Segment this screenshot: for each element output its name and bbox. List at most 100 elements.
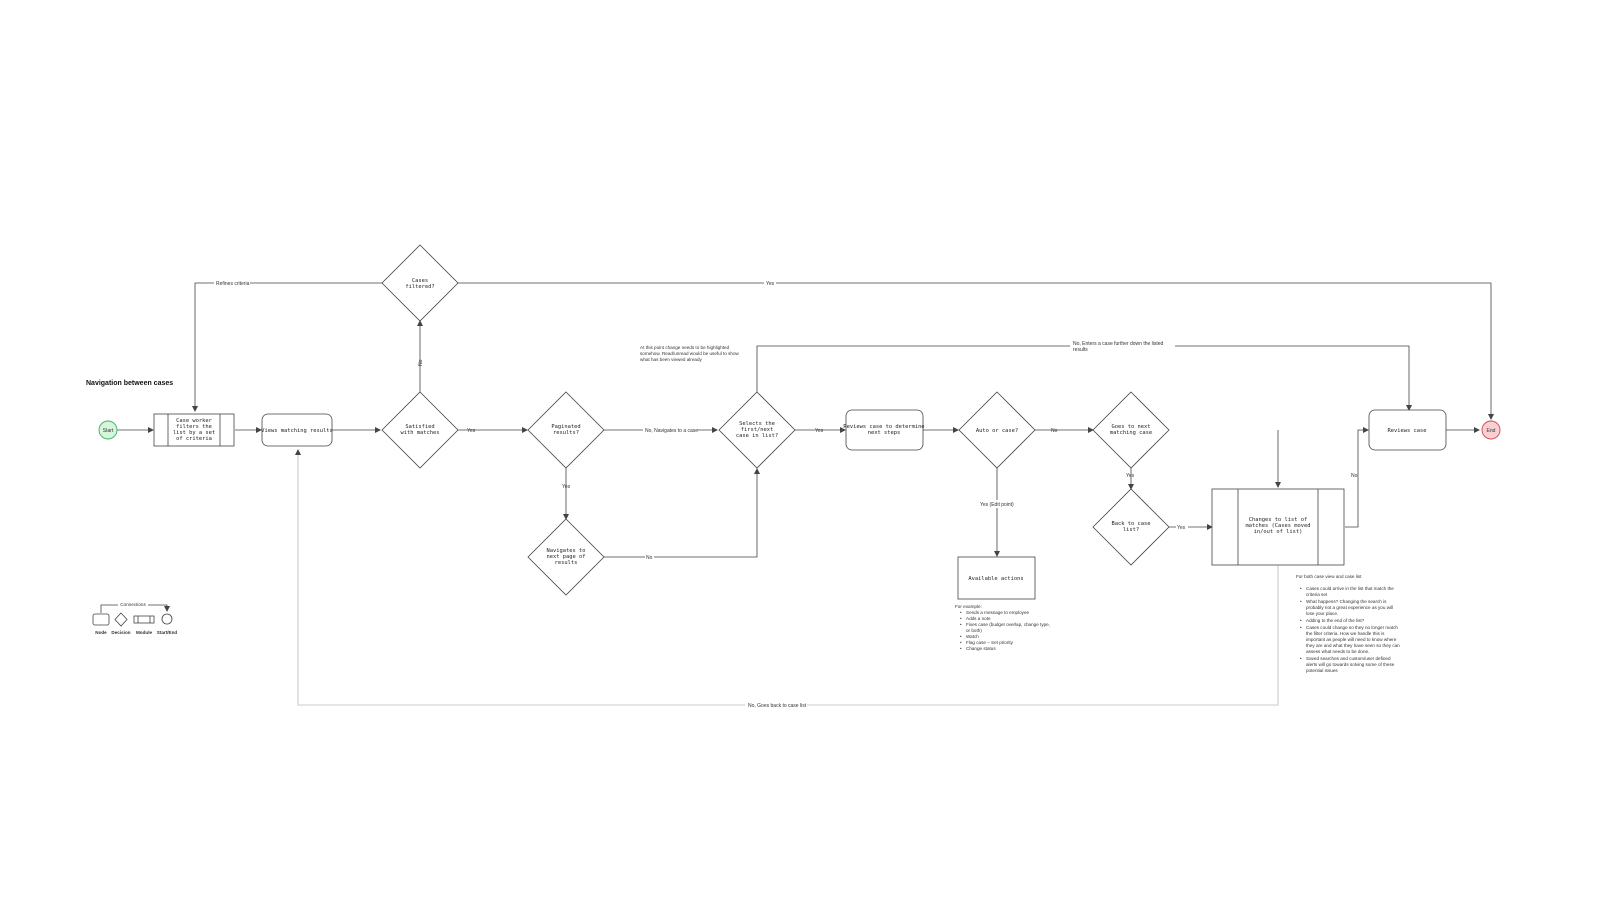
svg-text:important as people will need: important as people will need to know wh… (1306, 637, 1397, 642)
svg-text:lose your place.: lose your place. (1306, 611, 1338, 616)
edge-label-no-enters-1: No, Enters a case further down the liste… (1073, 341, 1164, 347)
highlight-note: At this point change needs to be highlig… (640, 345, 740, 362)
svg-text:criteria set: criteria set (1306, 592, 1328, 597)
svg-text:At this point change needs to: At this point change needs to be highlig… (640, 345, 730, 350)
svg-text:Reviews case: Reviews case (1388, 428, 1427, 434)
svg-text:Flag case – Set priority: Flag case – Set priority (966, 640, 1014, 645)
svg-text:alerts will go towards solving: alerts will go towards solving some of t… (1306, 662, 1395, 667)
select-case-decision: Selects the first/next case in list? (718, 391, 796, 469)
svg-text:list by a set: list by a set (173, 430, 215, 436)
edge-enters-case-further (756, 345, 1412, 411)
svg-text:Cases could arrive in the list: Cases could arrive in the list that matc… (1306, 586, 1394, 591)
diagram-title: Navigation between cases (86, 380, 173, 387)
edge-label-no-auto: No (1051, 428, 1058, 434)
svg-text:first/next: first/next (741, 427, 773, 433)
svg-text:in/out of list): in/out of list) (1254, 529, 1303, 535)
edge-label-no-goes-back: No, Goes back to case list (748, 703, 807, 709)
start-node: Start (98, 420, 118, 440)
svg-text:somehow. Read/unread would be: somehow. Read/unread would be useful to … (640, 351, 740, 356)
goes-next-decision: Goes to next matching case (1092, 391, 1170, 469)
edge-refines-criteria (192, 282, 382, 412)
svg-text:Cases: Cases (412, 278, 428, 284)
svg-text:•: • (1300, 599, 1302, 604)
examples-note: For example: • Sends a message to employe… (955, 604, 1050, 651)
svg-text:Reviews case to determine: Reviews case to determine (843, 424, 924, 430)
available-actions-node: Available actions (957, 556, 1036, 600)
svg-text:•: • (1300, 586, 1302, 591)
svg-text:Cases could change so they no: Cases could change so they no longer mat… (1306, 625, 1398, 630)
svg-text:Goes to next: Goes to next (1112, 424, 1151, 430)
examples-title: For example: (955, 604, 982, 609)
svg-text:assess what needs to be done.: assess what needs to be done. (1306, 649, 1369, 654)
edge-label-no-enters-2: results (1073, 347, 1088, 353)
end-node: End (1481, 420, 1501, 440)
svg-text:Back to case: Back to case (1112, 521, 1151, 527)
edge-filtered-end (458, 282, 1494, 420)
svg-text:the filter criteria. How we ha: the filter criteria. How we handle this … (1306, 631, 1385, 636)
svg-text:Change status: Change status (966, 646, 996, 651)
svg-text:Available actions: Available actions (968, 576, 1023, 582)
edge-label-no-changes: No (1351, 473, 1358, 479)
svg-text:•: • (960, 610, 962, 615)
svg-text:Sends a message to employee: Sends a message to employee (966, 610, 1030, 615)
svg-text:case in list?: case in list? (736, 433, 778, 439)
paginated-decision: Paginated results? (527, 391, 605, 469)
legend-node-shape (92, 613, 110, 626)
svg-text:•: • (1300, 656, 1302, 661)
edge-label-yes-top: Yes (766, 281, 775, 287)
svg-text:Saved searches and custom/user: Saved searches and custom/user defined (1306, 656, 1391, 661)
svg-text:matching case: matching case (1110, 430, 1152, 436)
svg-text:Selects the: Selects the (739, 421, 775, 427)
legend: Connections Node Decision Module Start/E… (92, 601, 177, 635)
svg-text:matches (Cases moved: matches (Cases moved (1246, 523, 1311, 529)
changes-list-module: Changes to list of matches (Cases moved … (1211, 488, 1345, 566)
cases-note-title: For both case view and case list (1296, 574, 1362, 579)
svg-text:Views matching results: Views matching results (261, 428, 332, 434)
edge-labels: Refines criteria Yes No Yes No, Navigate… (214, 279, 1358, 709)
legend-module-shape (133, 615, 155, 624)
edge-label-no-navigates: No, Navigates to a case (645, 428, 698, 434)
svg-text:next steps: next steps (868, 430, 900, 436)
legend-decision-shape (114, 612, 128, 627)
edge-label-no-next-page: No (646, 555, 653, 561)
edge-label-no-vertical: No (418, 359, 424, 366)
satisfied-decision: Satisfied with matches (381, 391, 459, 469)
legend-startend-shape (161, 613, 173, 625)
legend-decision-label: Decision (111, 630, 130, 635)
legend-module-label: Module (136, 630, 153, 635)
svg-text:Auto or case?: Auto or case? (976, 428, 1018, 434)
svg-text:•: • (960, 634, 962, 639)
cases-filtered-decision: Cases filtered? (381, 244, 459, 322)
svg-text:results: results (555, 560, 578, 566)
svg-text:with matches: with matches (401, 430, 440, 436)
edge-label-refines: Refines criteria (216, 281, 250, 287)
svg-text:what has been viewed already: what has been viewed already (640, 357, 703, 362)
svg-text:•: • (960, 646, 962, 651)
auto-case-decision: Auto or case? (958, 391, 1036, 469)
svg-text:•: • (960, 640, 962, 645)
edge-label-yes-1: Yes (467, 428, 476, 434)
svg-text:•: • (1300, 625, 1302, 630)
edge-label-yes-edit: Yes (Edit point) (980, 502, 1014, 508)
legend-node-label: Node (95, 630, 107, 635)
edge-nextpage-select (603, 468, 760, 558)
svg-text:Case worker: Case worker (176, 418, 212, 424)
svg-text:•: • (1300, 618, 1302, 623)
edge-label-yes-goes-next: Yes (1126, 473, 1135, 479)
end-label: End (1487, 428, 1496, 434)
svg-text:list?: list? (1123, 527, 1139, 533)
svg-text:Changes to list of: Changes to list of (1249, 517, 1307, 523)
svg-text:Adds a note: Adds a note (966, 616, 991, 621)
cases-note: For both case view and case list • Cases… (1296, 574, 1400, 673)
svg-text:Paginated: Paginated (551, 424, 580, 430)
reviews-case-node: Reviews case to determine next steps (843, 409, 925, 451)
svg-text:Adding to the end of the list?: Adding to the end of the list? (1306, 618, 1365, 623)
edge-label-yes-back: Yes (1177, 525, 1186, 531)
svg-text:of criteria: of criteria (176, 436, 212, 442)
svg-text:probably not a great experienc: probably not a great experience as you w… (1306, 605, 1393, 610)
reviews-case-final-node: Reviews case (1368, 409, 1447, 451)
svg-text:results?: results? (553, 430, 579, 436)
svg-text:filters the: filters the (176, 424, 212, 430)
filter-module: Case worker filters the list by a set of… (153, 413, 235, 447)
